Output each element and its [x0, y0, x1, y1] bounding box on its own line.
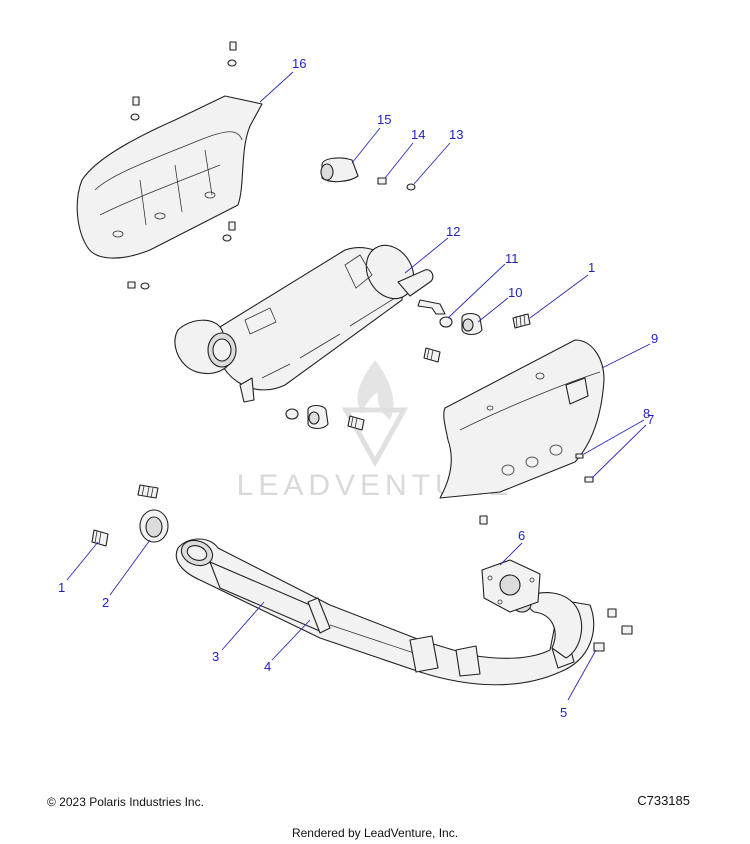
part-10-rubber-isolator-lower	[307, 404, 329, 430]
part-12-muffler	[174, 244, 446, 403]
part-5-bolts	[593, 608, 633, 652]
part-11-washer	[439, 316, 453, 328]
callout-1-upper: 1	[588, 260, 595, 275]
part-7-screw	[584, 476, 594, 483]
part-3-head-pipe	[175, 538, 595, 686]
callout-12: 12	[446, 224, 460, 239]
callout-7: 7	[647, 412, 654, 427]
callout-3: 3	[212, 649, 219, 664]
part-13-nut	[406, 183, 416, 191]
copyright-notice: © 2023 Polaris Industries Inc.	[47, 795, 204, 809]
part-1-spring-lower-left	[91, 529, 109, 547]
part-1-spring-upper	[512, 313, 531, 329]
callout-2: 2	[102, 595, 109, 610]
part-16-fasteners	[127, 41, 237, 290]
part-1-spring-low	[347, 415, 365, 431]
callout-14: 14	[411, 127, 425, 142]
part-14-clip	[377, 177, 387, 185]
part-1-spring-mid	[423, 347, 441, 363]
part-1-spring-left	[137, 484, 159, 499]
part-16-heat-shield-upper	[76, 95, 263, 259]
part-6-gasket	[481, 559, 541, 613]
callout-5: 5	[560, 705, 567, 720]
callout-15: 15	[377, 112, 391, 127]
callout-11: 11	[505, 251, 519, 266]
callout-1-lower: 1	[58, 580, 65, 595]
rendered-by-credit: Rendered by LeadVenture, Inc.	[291, 826, 459, 840]
callout-9: 9	[651, 331, 658, 346]
watermark-flame-icon	[357, 360, 394, 420]
part-7-screw-2	[479, 515, 488, 525]
callout-10: 10	[508, 285, 522, 300]
leader-lines	[66, 71, 651, 701]
callout-6: 6	[518, 528, 525, 543]
callout-8: 8	[643, 406, 650, 421]
callout-4: 4	[264, 659, 271, 674]
part-15-grommet	[320, 157, 359, 183]
part-11-washer-lower	[285, 408, 299, 420]
watermark-v-icon	[341, 407, 409, 468]
callout-16: 16	[292, 56, 306, 71]
callouts: 16 15 14 13 12 11 10 1 9 8 7 6 1 2 3 4 5	[58, 56, 658, 720]
callout-13: 13	[449, 127, 463, 142]
part-9-heat-shield-lower	[439, 339, 605, 499]
drawing-code: C733185	[637, 793, 690, 808]
part-10-rubber-isolator	[461, 312, 483, 336]
part-2-exhaust-seal	[139, 509, 169, 543]
part-4-pipe-shield	[209, 561, 331, 634]
part-8-pin	[575, 453, 584, 459]
